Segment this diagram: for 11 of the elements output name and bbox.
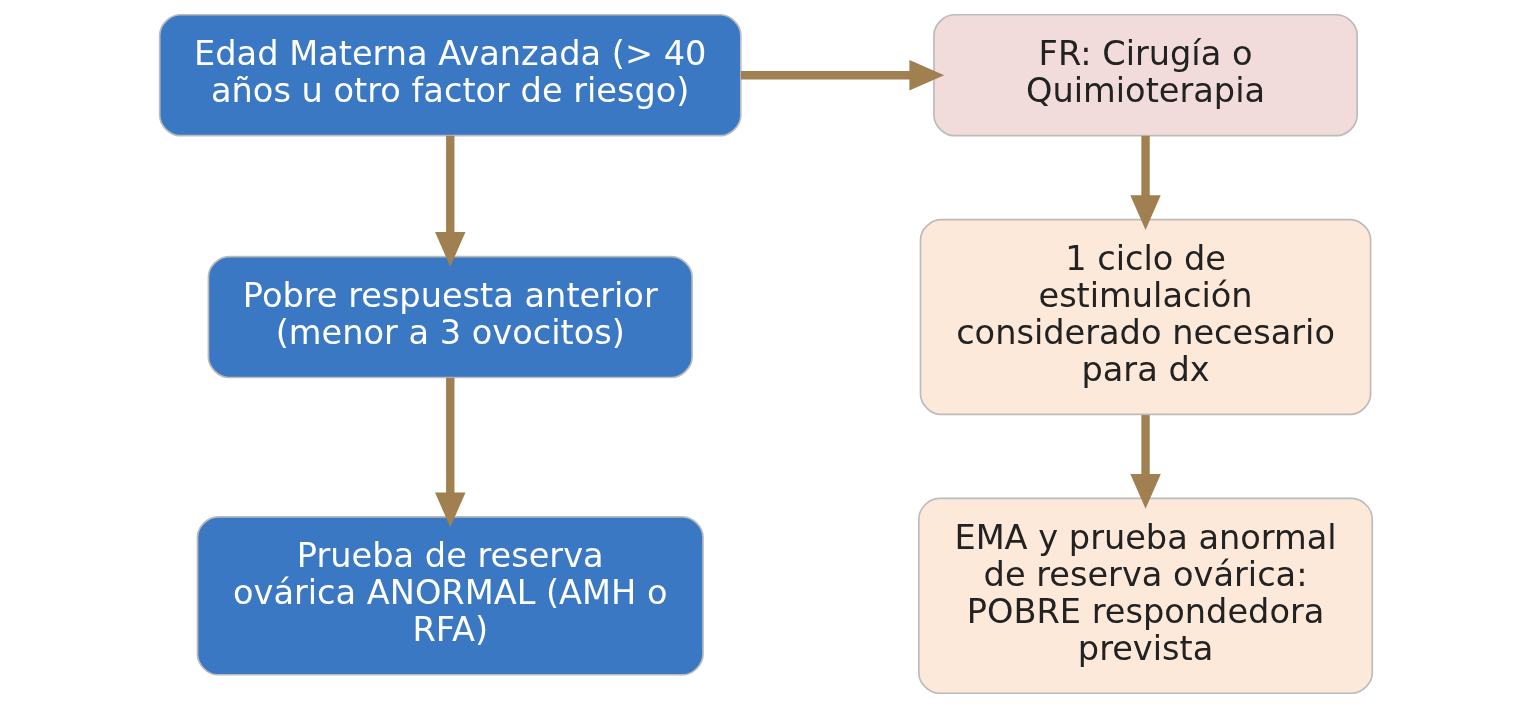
node-box: Pobre respuesta anterior (menor a 3 ovocitos) [207, 255, 693, 379]
node-box: FR: Cirugía o Quimioterapia [933, 13, 1358, 137]
arrow [740, 59, 945, 91]
node-box: Prueba de reserva ovárica ANORMAL (AMH o RFA) [196, 516, 704, 676]
node-box: Edad Materna Avanzada (> 40 años u otro factor de riesgo) [158, 13, 742, 137]
arrow [435, 135, 466, 267]
arrow [1130, 415, 1161, 509]
node-box: 1 ciclo de estimulación considerado necesario para dx [919, 218, 1372, 416]
arrow [435, 377, 466, 528]
node-box: EMA y prueba anormal de reserva ovárica: POBRE respondedora prevista [918, 497, 1374, 695]
arrow [1130, 135, 1161, 230]
